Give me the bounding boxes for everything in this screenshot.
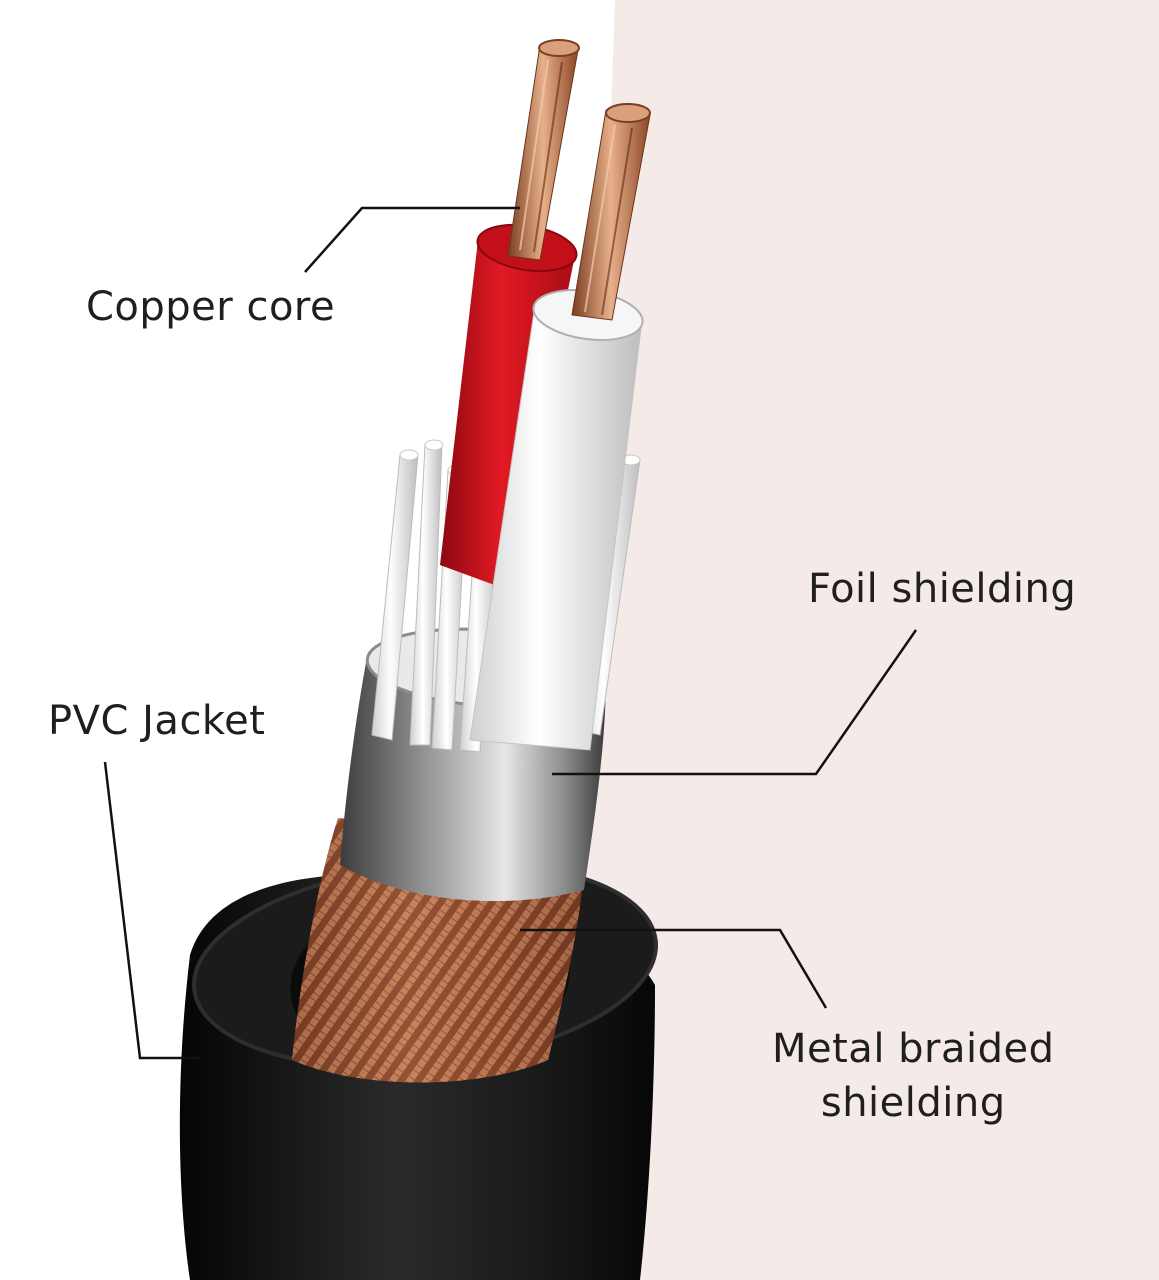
foil-shielding-label: Foil shielding — [808, 566, 1077, 612]
copper-core-label: Copper core — [86, 284, 336, 330]
copper-core-right — [571, 103, 651, 321]
leader-line-metal-braided — [520, 928, 828, 1009]
metal-braided-shielding-label: Metal braided shielding — [772, 1022, 1055, 1130]
metal-braided-label-line1: Metal braided — [772, 1026, 1055, 1072]
background-right — [570, 0, 1159, 1280]
metal-braided-label-line2: shielding — [820, 1080, 1006, 1126]
pvc-jacket-label: PVC Jacket — [48, 698, 266, 744]
copper-core-left — [507, 39, 580, 261]
leader-line-foil-shielding — [552, 629, 918, 776]
leader-line-pvc-jacket — [103, 761, 200, 1060]
leader-line-copper-core — [304, 206, 520, 273]
